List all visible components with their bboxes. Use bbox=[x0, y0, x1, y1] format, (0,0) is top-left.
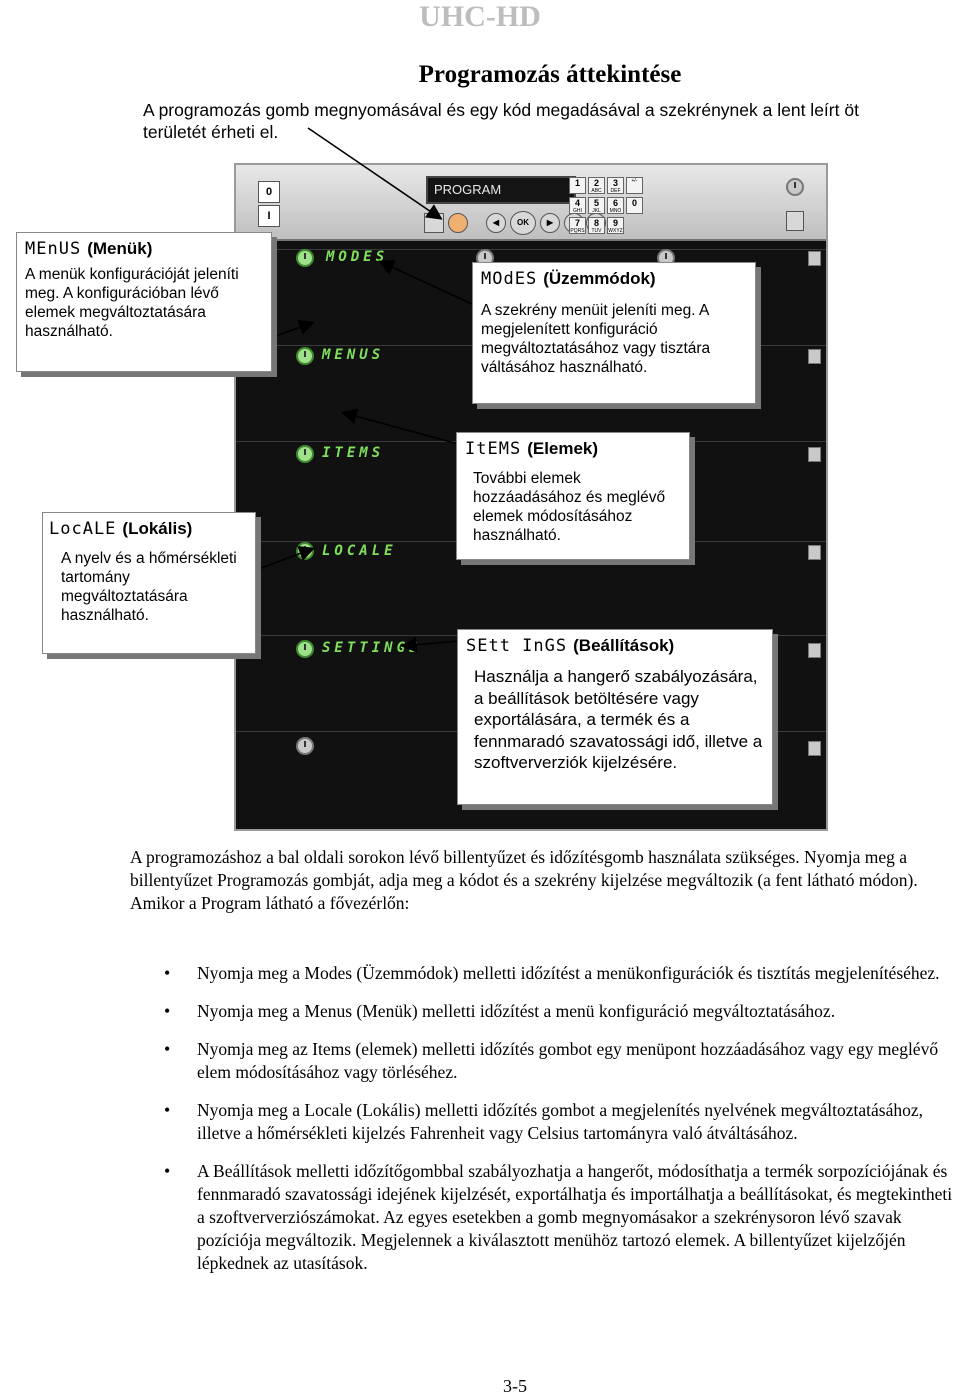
keypad-key: +/- bbox=[626, 177, 643, 194]
clock-icon bbox=[786, 178, 804, 196]
document-icon bbox=[808, 251, 821, 266]
menus-callout-title: (Menük) bbox=[87, 239, 153, 258]
timer-icon bbox=[296, 737, 314, 755]
document-icon bbox=[808, 545, 821, 560]
list-item: Nyomja meg a Menus (Menük) melletti időz… bbox=[164, 1000, 959, 1023]
program-button-icon bbox=[448, 213, 468, 233]
thermometer-icon bbox=[786, 211, 804, 231]
items-callout-body: További elemek hozzáadásához és meglévő … bbox=[473, 470, 666, 544]
menus-callout: MEnUS (Menük) A menük konfigurációját jel… bbox=[16, 232, 272, 372]
locale-callout-body: A nyelv és a hőmérsékleti tartomány megv… bbox=[61, 550, 237, 624]
callout-arrows bbox=[255, 127, 475, 653]
document-header-title: UHC-HD bbox=[419, 0, 541, 33]
document-icon bbox=[808, 447, 821, 462]
locale-display: LOCALE bbox=[322, 543, 397, 559]
list-item: Nyomja meg az Items (elemek) melletti id… bbox=[164, 1038, 959, 1084]
page-number: 3-5 bbox=[503, 1376, 527, 1395]
items-callout-title: (Elemek) bbox=[527, 439, 599, 458]
menus-timer-icon bbox=[296, 347, 314, 365]
modes-callout: MOdES (Üzemmódok) A szekrény menüit jelen… bbox=[472, 262, 756, 404]
power-on-key: 0 bbox=[258, 181, 280, 203]
settings-callout: SEtt InGS (Beállítások) Használja a hange… bbox=[457, 629, 773, 805]
settings-timer-icon bbox=[296, 640, 314, 658]
modes-display: MODES bbox=[326, 249, 389, 265]
body-section: A programozáshoz a bal oldali sorokon lé… bbox=[130, 846, 920, 915]
keypad-key: 0 bbox=[626, 197, 643, 214]
keypad-key: 1 bbox=[569, 177, 586, 194]
modes-callout-body: A szekrény menüit jeleníti meg. A megjel… bbox=[481, 302, 711, 376]
list-item: Nyomja meg a Modes (Üzemmódok) melletti … bbox=[164, 962, 959, 985]
intro-paragraph: A programozás gomb megnyomásával és egy … bbox=[143, 100, 859, 142]
locale-callout: LocALE (Lokális) A nyelv és a hőmérséklet… bbox=[42, 512, 256, 654]
modes-code: MOdES bbox=[481, 269, 538, 289]
ok-key: OK bbox=[510, 211, 536, 235]
locale-callout-title: (Lokális) bbox=[122, 519, 193, 538]
settings-code: SEtt InGS bbox=[466, 636, 568, 656]
menus-code: MEnUS bbox=[25, 239, 82, 259]
document-icon bbox=[808, 741, 821, 756]
document-icon bbox=[808, 349, 821, 364]
modes-callout-title: (Üzemmódok) bbox=[543, 269, 656, 288]
body-lead: Amikor a Program látható a fővezérlőn: bbox=[130, 893, 410, 913]
modes-timer-icon bbox=[296, 249, 314, 267]
list-item: Nyomja meg a Locale (Lokális) melletti i… bbox=[164, 1099, 959, 1145]
items-display: ITEMS bbox=[322, 445, 385, 461]
items-timer-icon bbox=[296, 445, 314, 463]
right-arrow-icon: ▶ bbox=[540, 213, 560, 233]
left-arrow-icon: ◀ bbox=[486, 213, 506, 233]
body-paragraph: A programozáshoz a bal oldali sorokon lé… bbox=[130, 847, 918, 890]
section-title: Programozás áttekintése bbox=[418, 61, 682, 88]
items-code: ItEMS bbox=[465, 439, 522, 459]
settings-callout-title: (Beállítások) bbox=[573, 636, 675, 655]
settings-callout-body: Használja a hangerő szabályozására, a be… bbox=[474, 667, 763, 772]
menus-callout-body: A menük konfigurációját jeleníti meg. A … bbox=[25, 266, 239, 340]
program-display: PROGRAM bbox=[426, 176, 576, 204]
power-off-key: I bbox=[258, 205, 280, 227]
settings-display: SETTINGS bbox=[322, 640, 422, 656]
menus-display: MENUS bbox=[322, 347, 385, 363]
list-item: A Beállítások melletti időzítőgombbal sz… bbox=[164, 1160, 959, 1275]
locale-code: LocALE bbox=[49, 519, 117, 539]
document-icon bbox=[808, 643, 821, 658]
items-callout: ItEMS (Elemek) További elemek hozzáadásáh… bbox=[456, 432, 690, 560]
instruction-list: Nyomja meg a Modes (Üzemmódok) melletti … bbox=[164, 962, 959, 1290]
